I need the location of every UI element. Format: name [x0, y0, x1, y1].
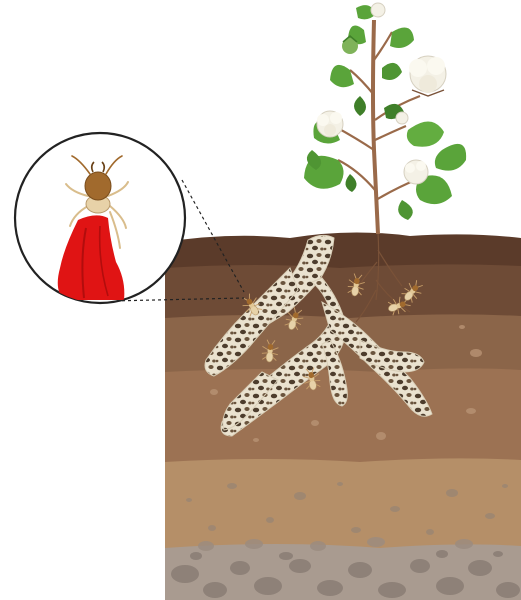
termite-head — [85, 172, 111, 200]
leaf — [382, 63, 402, 80]
cotton-boll-small — [396, 112, 408, 124]
cotton-boll — [404, 160, 428, 184]
leaf — [345, 174, 356, 192]
cotton-boll — [317, 111, 343, 137]
leaf — [330, 65, 354, 87]
cotton-boll-small — [371, 3, 385, 17]
leaf — [398, 200, 413, 220]
leaf — [407, 121, 444, 146]
cotton-bolls — [317, 3, 446, 184]
plant-stem — [373, 20, 378, 234]
leaf — [435, 144, 466, 171]
leaf — [354, 96, 366, 116]
leaf — [390, 28, 414, 49]
cotton-boll — [409, 56, 446, 96]
soil-cross-section — [165, 230, 521, 600]
